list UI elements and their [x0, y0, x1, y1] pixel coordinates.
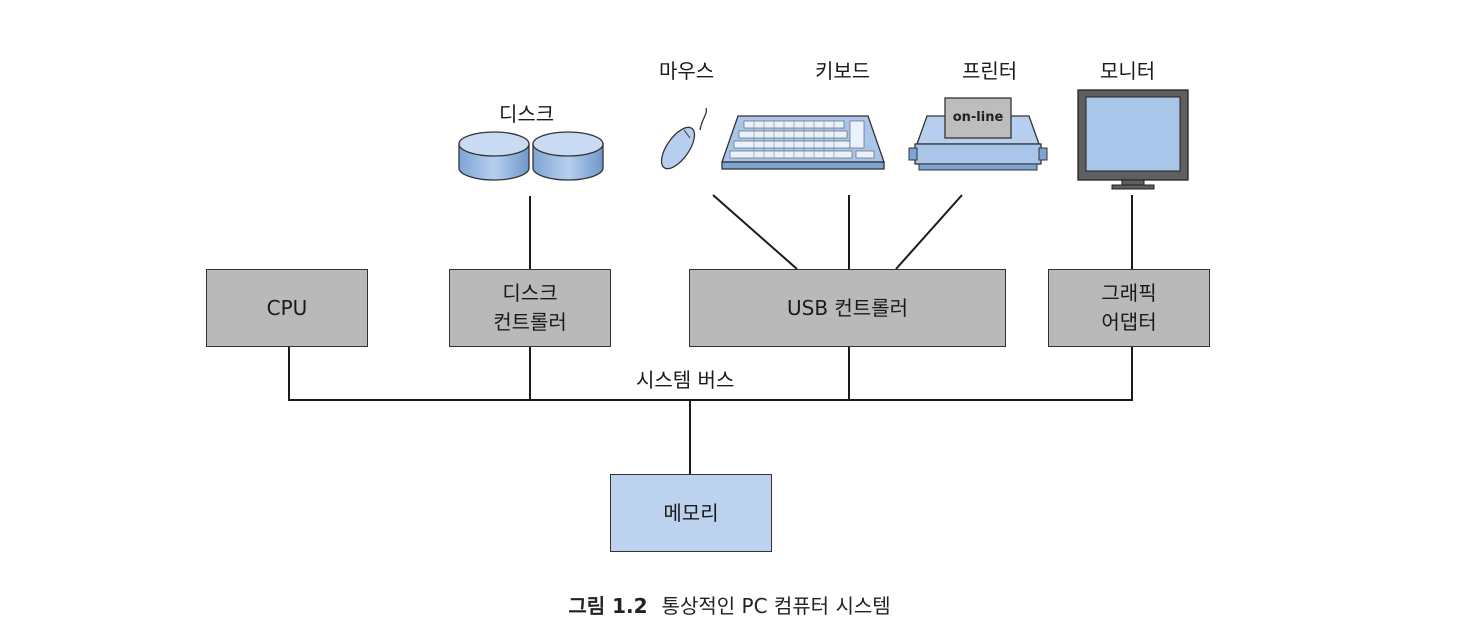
memory-bus-wire	[689, 399, 691, 474]
monitor-label: 모니터	[1100, 59, 1156, 83]
mouse-label: 마우스	[659, 59, 715, 83]
graphics-adapter-bus-wire	[1131, 346, 1133, 401]
keyboard-wire	[848, 195, 850, 269]
cpu-bus-wire	[288, 346, 290, 401]
memory-label: 메모리	[663, 500, 719, 525]
printer-label: 프린터	[962, 59, 1018, 83]
disk-controller-label-line2: 컨트롤러	[493, 310, 567, 334]
mouse-icon	[660, 108, 708, 170]
usb-controller-label: USB 컨트롤러	[786, 295, 908, 320]
keyboard-icon	[721, 115, 885, 170]
usb-controller-bus-wire	[848, 346, 850, 401]
cpu-box: CPU	[206, 269, 368, 347]
usb-controller-box: USB 컨트롤러	[689, 269, 1006, 347]
cpu-label: CPU	[266, 295, 308, 320]
figure-title: 통상적인 PC 컴퓨터 시스템	[661, 594, 891, 618]
printer-online-sign: on-line	[952, 110, 1004, 125]
figure-caption: 그림 1.2 통상적인 PC 컴퓨터 시스템	[0, 590, 1459, 619]
printer-wire	[895, 194, 963, 270]
graphics-adapter-label-line2: 어댑터	[1101, 310, 1157, 334]
graphics-adapter-box: 그래픽 어댑터	[1048, 269, 1210, 347]
mouse-wire	[712, 194, 798, 270]
printer-icon: on-line	[907, 96, 1049, 174]
disk-label: 디스크	[499, 102, 555, 126]
system-bus-line	[288, 399, 1133, 401]
system-bus-label: 시스템 버스	[636, 368, 735, 392]
disk-controller-label-line1: 디스크	[502, 281, 558, 305]
monitor-wire	[1131, 195, 1133, 269]
disk-wire	[529, 196, 531, 269]
disk-controller-box: 디스크 컨트롤러	[449, 269, 611, 347]
graphics-adapter-label-line1: 그래픽	[1101, 281, 1157, 305]
disk-icon	[458, 131, 604, 181]
disk-controller-bus-wire	[529, 346, 531, 401]
keyboard-label: 키보드	[815, 59, 871, 83]
memory-box: 메모리	[610, 474, 772, 552]
monitor-icon	[1077, 89, 1189, 190]
figure-number: 그림 1.2	[568, 594, 648, 618]
